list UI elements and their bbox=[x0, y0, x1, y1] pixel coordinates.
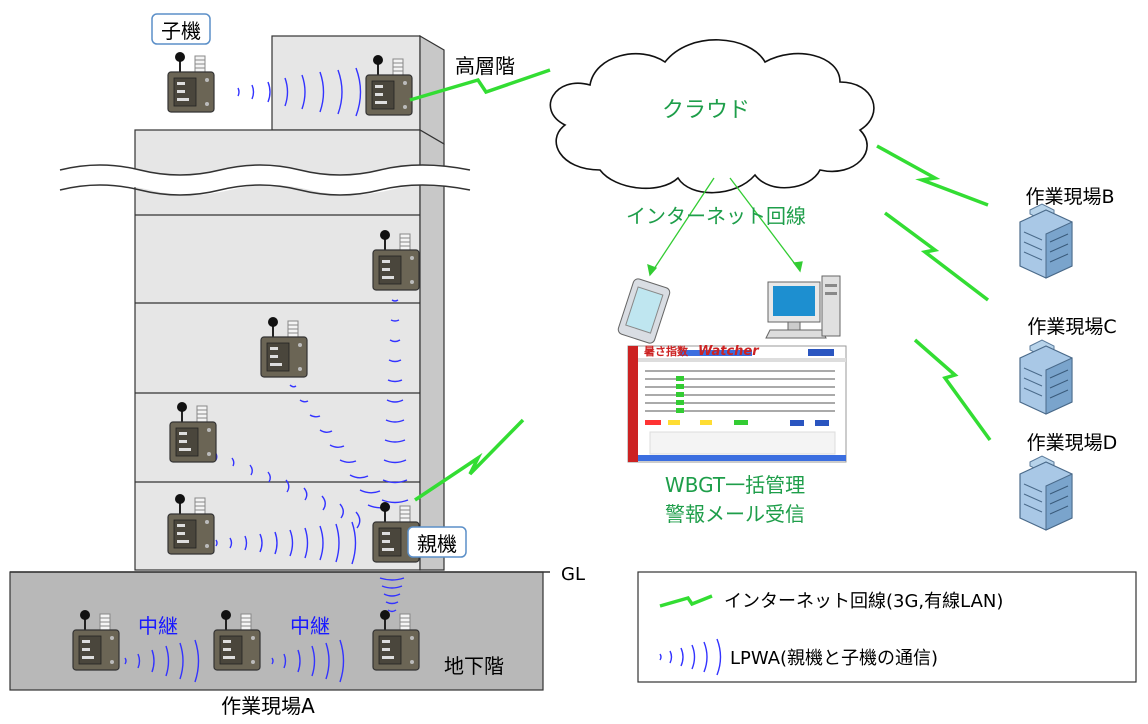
relay-label-1: 中継 bbox=[138, 614, 178, 638]
office-building-b-icon bbox=[1019, 203, 1073, 279]
parent-unit-label: 親機 bbox=[417, 532, 457, 556]
internet-line-label: インターネット回線 bbox=[626, 204, 806, 228]
internet-links bbox=[409, 68, 992, 502]
legend bbox=[637, 571, 1137, 683]
wbgt-management-label: WBGT一括管理 bbox=[665, 473, 805, 497]
app-title: Watcher bbox=[698, 344, 760, 359]
legend-lpwa-label: LPWA(親機と子機の通信) bbox=[730, 648, 938, 669]
legend-lpwa-symbol bbox=[659, 638, 722, 676]
cloud-shape bbox=[549, 39, 875, 194]
relay-label-2: 中継 bbox=[290, 614, 330, 638]
site-b-label: 作業現場B bbox=[1025, 186, 1114, 208]
cloud-label: クラウド bbox=[662, 98, 750, 123]
ground-level-label: GL bbox=[561, 564, 585, 585]
building bbox=[59, 34, 471, 571]
site-d-label: 作業現場D bbox=[1027, 432, 1118, 454]
sensor-child-top bbox=[167, 51, 215, 113]
lpwa-waves bbox=[124, 67, 409, 683]
office-building-d-icon bbox=[1019, 455, 1073, 531]
basement-label: 地下階 bbox=[444, 654, 504, 678]
app-logo: 暑さ指数 bbox=[644, 344, 689, 358]
app-screenshot: 暑さ指数 Watcher bbox=[627, 344, 847, 463]
parent-label-box bbox=[407, 526, 467, 558]
desktop-pc-icon bbox=[765, 275, 841, 339]
cloud-arrows bbox=[647, 177, 803, 277]
site-c-label: 作業現場C bbox=[1027, 316, 1116, 338]
high-floor-label: 高層階 bbox=[455, 54, 515, 78]
legend-internet-label: インターネット回線(3G,有線LAN) bbox=[724, 591, 1003, 612]
smartphone-icon bbox=[617, 278, 671, 344]
office-building-c-icon bbox=[1019, 339, 1073, 415]
site-a-label: 作業現場A bbox=[221, 694, 315, 718]
legend-internet-symbol bbox=[659, 594, 713, 608]
alert-mail-label: 警報メール受信 bbox=[665, 502, 805, 526]
legend-box bbox=[637, 571, 1137, 683]
child-label-box bbox=[151, 13, 211, 45]
child-unit-label: 子機 bbox=[161, 19, 201, 43]
